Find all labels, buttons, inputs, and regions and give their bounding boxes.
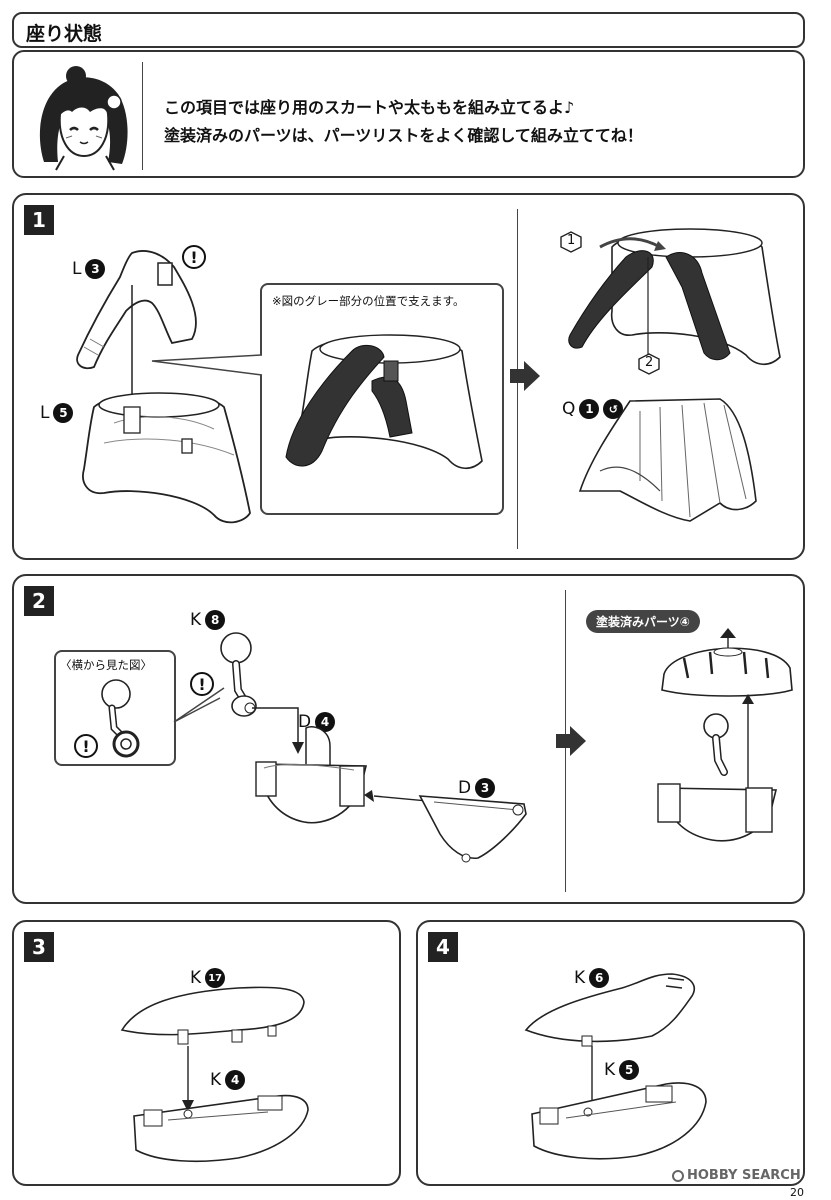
part-letter: K xyxy=(190,610,202,630)
joint-side-view-illustration xyxy=(101,679,140,758)
part-letter: L xyxy=(72,259,82,279)
step-3-box: 3 K 17 K 4 xyxy=(12,920,401,1186)
part-number-badge: 1 xyxy=(579,399,600,419)
assembly-arrow xyxy=(182,1046,194,1112)
watermark: HOBBY SEARCH xyxy=(672,1168,801,1183)
part-label-D3: D 3 xyxy=(458,778,496,798)
hip-joint-d4-illustration xyxy=(255,726,368,824)
assembly-arrow xyxy=(252,707,304,754)
part-number-badge: 5 xyxy=(53,403,74,423)
part-number-badge: 4 xyxy=(225,1070,246,1090)
part-label-K8: K 8 xyxy=(190,610,226,630)
skirt-part-q1-illustration xyxy=(578,398,757,522)
support-position-illustration xyxy=(285,334,483,470)
step-number-1: 1 xyxy=(24,205,54,235)
thigh-frame-k5-illustration xyxy=(531,1082,707,1160)
part-label-K4: K 4 xyxy=(210,1070,246,1090)
part-letter: D xyxy=(458,778,472,798)
part-letter: K xyxy=(210,1070,222,1090)
order-marker-2 xyxy=(638,353,660,375)
skirt-with-thighs-illustration xyxy=(568,228,781,366)
callout-pointer xyxy=(151,354,263,376)
assembled-hip-joint-illustration xyxy=(657,628,793,842)
part-number-badge: 3 xyxy=(475,778,496,798)
intro-divider xyxy=(142,62,143,170)
part-label-Q1: Q 1 ↺ xyxy=(562,399,624,419)
logo-icon xyxy=(672,1169,684,1182)
callout-note: ※図のグレー部分の位置で支えます。 xyxy=(272,294,465,308)
painted-part-icon: ↺ xyxy=(603,399,624,419)
part-number-badge: 6 xyxy=(589,968,610,988)
order-marker-1-text: 1 xyxy=(567,233,576,248)
step-1-box: 1 L 3 ! L 5 ※図のグレー部分の位置で支えます。 xyxy=(12,193,805,560)
step-number-3: 3 xyxy=(24,932,54,962)
caution-icon: ! xyxy=(190,672,214,696)
part-number-badge: 17 xyxy=(205,968,226,988)
transition-arrow-icon xyxy=(556,726,586,756)
part-letter: L xyxy=(40,403,50,423)
part-label-K5: K 5 xyxy=(604,1060,640,1080)
part-label-K6: K 6 xyxy=(574,968,610,988)
part-label-L5: L 5 xyxy=(40,403,74,423)
thigh-part-l3-illustration xyxy=(76,250,197,370)
side-view-inset: 〈横から見た図〉 xyxy=(54,650,176,766)
page-title: 座り状態 xyxy=(26,23,103,45)
intro-line-1: この項目では座り用のスカートや太ももを組み立てるよ♪ xyxy=(164,98,575,117)
part-label-K17: K 17 xyxy=(190,968,226,988)
part-number-badge: 4 xyxy=(315,712,336,732)
part-letter: Q xyxy=(562,399,576,419)
cover-part-d3-illustration xyxy=(418,795,527,863)
part-letter: K xyxy=(574,968,586,988)
step-number-4: 4 xyxy=(428,932,458,962)
step-2-box: 2 〈横から見た図〉 ! K 8 ! D 4 xyxy=(12,574,805,904)
step-4-box: 4 K 6 K 5 xyxy=(416,920,805,1186)
part-label-L3: L 3 xyxy=(72,259,106,279)
caution-icon: ! xyxy=(74,734,98,758)
intro-line-2: 塗装済みのパーツは、パーツリストをよく確認して組み立ててね！ xyxy=(164,126,643,145)
skirt-part-l5-illustration xyxy=(82,392,251,524)
step-number-2: 2 xyxy=(24,586,54,616)
part-letter: K xyxy=(190,968,202,988)
part-number-badge: 8 xyxy=(205,610,226,630)
order-marker-2-text: 2 xyxy=(645,355,654,370)
order-marker-1 xyxy=(560,231,582,253)
page-number: 20 xyxy=(790,1186,804,1199)
ball-joint-k8-illustration xyxy=(220,632,257,717)
part-number-badge: 5 xyxy=(619,1060,640,1080)
part-number-badge: 3 xyxy=(85,259,106,279)
intro-box: この項目では座り用のスカートや太ももを組み立てるよ♪ 塗装済みのパーツは、パーツ… xyxy=(12,50,805,178)
thigh-cover-k6-illustration xyxy=(524,973,696,1047)
side-view-label: 〈横から見た図〉 xyxy=(60,658,152,672)
mascot-character-image xyxy=(39,66,128,171)
caution-icon: ! xyxy=(182,245,206,269)
thigh-frame-k4-illustration xyxy=(133,1094,309,1163)
thigh-cover-k17-illustration xyxy=(120,986,305,1045)
part-label-D4: D 4 xyxy=(298,712,336,732)
painted-parts-badge: 塗装済みパーツ④ xyxy=(586,610,700,633)
transition-arrow-icon xyxy=(510,361,540,391)
part-letter: K xyxy=(604,1060,616,1080)
title-box: 座り状態 xyxy=(12,12,805,48)
callout-box: ※図のグレー部分の位置で支えます。 xyxy=(260,283,504,515)
callout-pointer xyxy=(173,687,225,723)
